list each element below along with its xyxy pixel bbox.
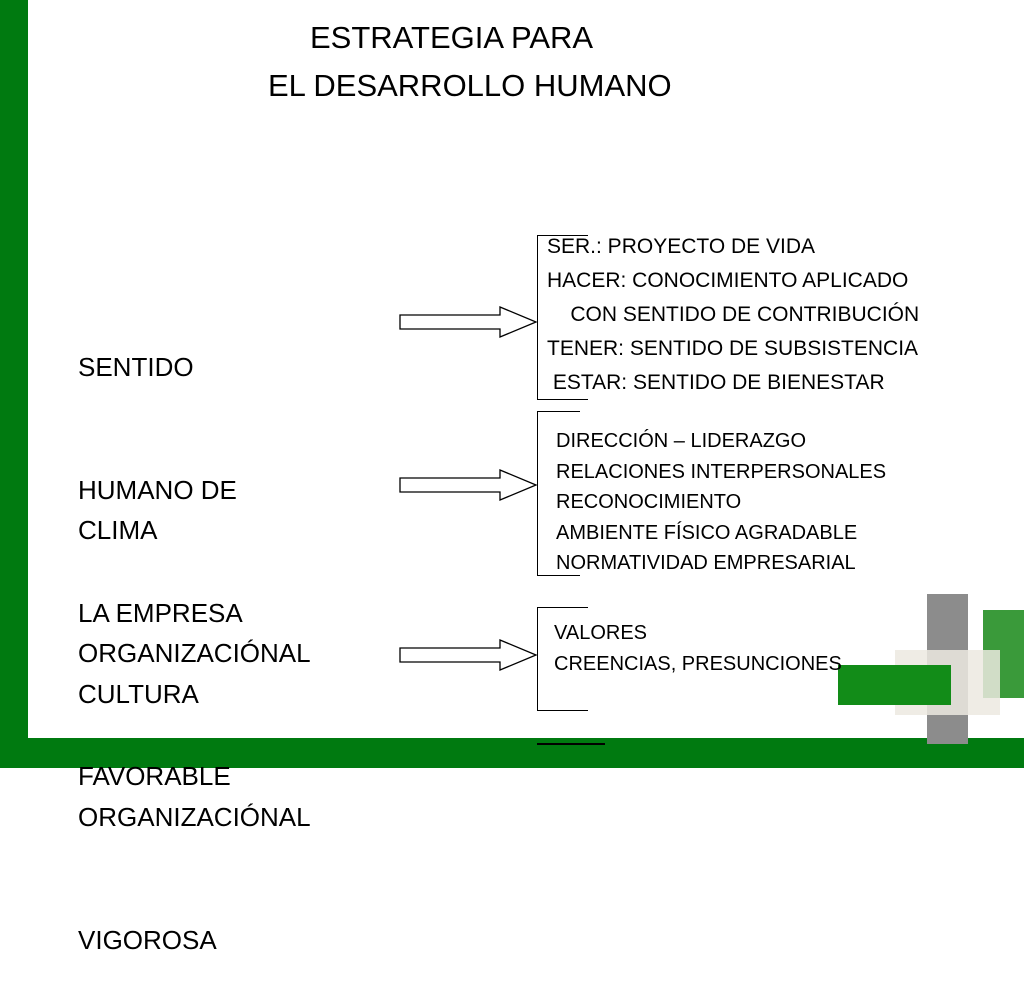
row1-item: HACER: CONOCIMIENTO APLICADO bbox=[547, 269, 909, 292]
row2-item: NORMATIVIDAD EMPRESARIAL bbox=[556, 552, 856, 574]
row2-label-line2: ORGANIZACIÓNAL bbox=[78, 638, 311, 668]
stray-rule bbox=[537, 743, 605, 745]
row1-item: SER.: PROYECTO DE VIDA bbox=[547, 235, 816, 258]
row3-label: CULTURA ORGANIZACIÓNAL VIGOROSA bbox=[78, 592, 311, 1002]
row1-arrow-icon bbox=[399, 306, 538, 338]
row1-item: CON SENTIDO DE CONTRIBUCIÓN bbox=[547, 303, 920, 326]
row1-item: TENER: SENTIDO DE SUBSISTENCIA bbox=[547, 337, 919, 360]
row1-bracket bbox=[537, 235, 588, 400]
bottom-green-band bbox=[0, 738, 1024, 768]
row2-item: RELACIONES INTERPERSONALES bbox=[556, 460, 887, 483]
row1-label-line1: SENTIDO bbox=[78, 352, 194, 382]
row3-label-line2: ORGANIZACIÓNAL bbox=[78, 802, 311, 832]
row2-item: AMBIENTE FÍSICO AGRADABLE bbox=[556, 521, 858, 544]
row1-label-line2: HUMANO DE bbox=[78, 475, 237, 505]
row2-arrow-icon bbox=[399, 469, 538, 501]
left-green-band bbox=[0, 0, 28, 768]
row3-item: CREENCIAS, PRESUNCIONES bbox=[554, 653, 842, 675]
row2-bracket bbox=[537, 411, 580, 576]
slide-title-line1: ESTRATEGIA PARA bbox=[310, 20, 594, 55]
slide-title-line2: EL DESARROLLO HUMANO bbox=[268, 68, 672, 103]
row2-label-line1: CLIMA bbox=[78, 515, 158, 545]
row3-arrow-icon bbox=[399, 639, 538, 671]
row1-items: SER.: PROYECTO DE VIDA HACER: CONOCIMIEN… bbox=[547, 230, 919, 400]
row1-item: ESTAR: SENTIDO DE BIENESTAR bbox=[547, 371, 885, 394]
row2-items: DIRECCIÓN – LIDERAZGO RELACIONES INTERPE… bbox=[556, 426, 886, 579]
row2-item: DIRECCIÓN – LIDERAZGO bbox=[556, 430, 807, 452]
row3-item: VALORES bbox=[554, 622, 647, 644]
row1-label: SENTIDO HUMANO DE LA EMPRESA bbox=[78, 265, 243, 675]
row3-label-line3: VIGOROSA bbox=[78, 925, 217, 955]
decor-green-block bbox=[838, 665, 951, 705]
row2-item: RECONOCIMIENTO bbox=[556, 491, 742, 513]
row3-items: VALORES CREENCIAS, PRESUNCIONES bbox=[554, 618, 842, 680]
row3-bracket bbox=[537, 607, 588, 711]
row1-label-line3: LA EMPRESA bbox=[78, 598, 243, 628]
row3-label-line1: CULTURA bbox=[78, 679, 199, 709]
